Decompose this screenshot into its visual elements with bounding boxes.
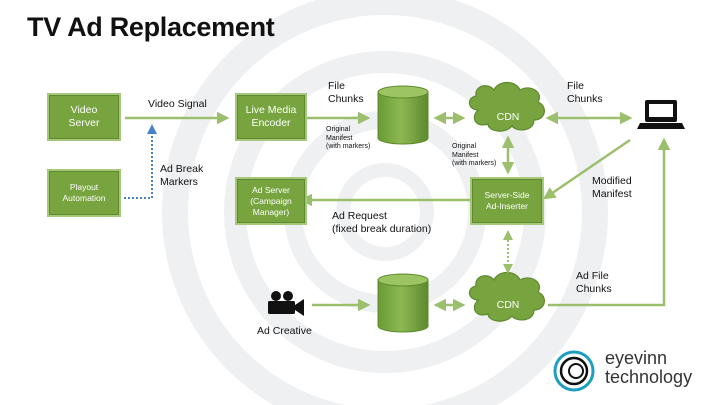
file-chunks-right-label: File Chunks bbox=[567, 80, 603, 105]
ad-server-node: Ad Server (Campaign Manager) bbox=[235, 177, 307, 225]
flow-arrows bbox=[125, 111, 671, 312]
original-manifest-right-label: Original Manifest (with markers) bbox=[452, 143, 497, 167]
arrow-laptop-to-ssai bbox=[542, 138, 631, 200]
dotted-arrows bbox=[124, 124, 513, 274]
video-signal-label: Video Signal bbox=[148, 98, 207, 110]
cdn-top-label: CDN bbox=[496, 111, 520, 123]
arrow-ad-break-markers bbox=[124, 124, 157, 199]
arrow-ad-file-chunks bbox=[548, 137, 671, 307]
ad-break-markers-label: Ad Break Markers bbox=[160, 163, 204, 188]
cloud-icon-cdn-top bbox=[468, 81, 545, 132]
laptop-icon bbox=[637, 100, 685, 129]
playout-automation-node: Playout Automation bbox=[47, 169, 121, 217]
storage-cylinder-top bbox=[377, 85, 429, 145]
ad-creative-label: Ad Creative bbox=[257, 325, 312, 337]
modified-manifest-label: Modified Manifest bbox=[592, 175, 632, 200]
cloud-icon-cdn-bottom bbox=[468, 271, 545, 322]
ssai-node: Server-Side Ad-Inserter bbox=[470, 177, 544, 225]
ad-file-chunks-label: Ad File Chunks bbox=[576, 270, 612, 295]
file-chunks-left-label: File Chunks bbox=[328, 80, 364, 105]
video-server-node: Video Server bbox=[47, 93, 121, 141]
original-manifest-left-label: Original Manifest (with markers) bbox=[326, 126, 371, 150]
brand-wordmark: eyevinn technology bbox=[605, 348, 693, 387]
page-title: TV Ad Replacement bbox=[27, 12, 275, 42]
live-media-encoder-node: Live Media Encoder bbox=[235, 93, 307, 141]
eyevinn-logo-icon bbox=[553, 350, 595, 392]
cdn-bottom-label: CDN bbox=[496, 299, 520, 311]
ad-request-label: Ad Request (fixed break duration) bbox=[332, 210, 432, 235]
storage-cylinder-bottom bbox=[377, 273, 429, 333]
video-camera-icon bbox=[268, 291, 304, 316]
